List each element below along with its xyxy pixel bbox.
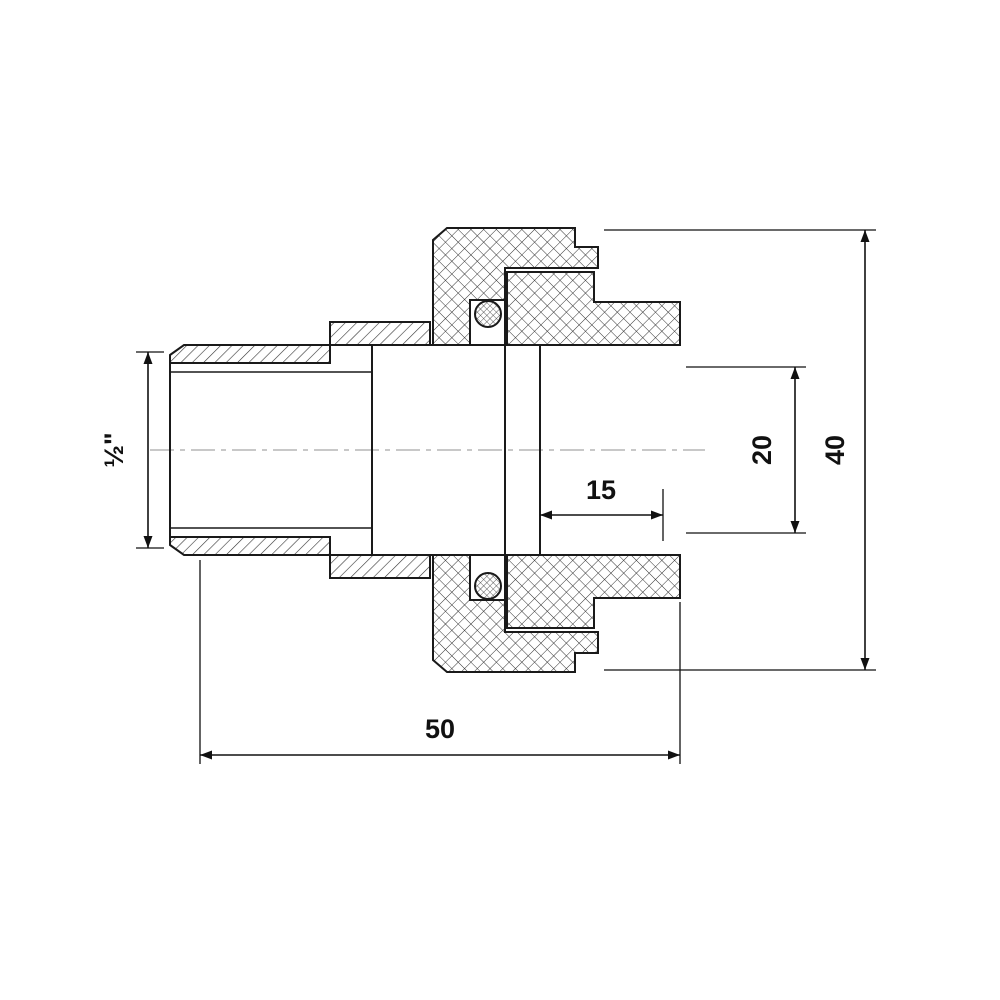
female-socket-top-hatch	[506, 271, 681, 346]
thread-size-label: ½"	[99, 432, 129, 467]
union-nut-bottom-hatch	[432, 554, 599, 673]
outer-diameter-label: 40	[820, 435, 850, 465]
female-socket-bottom-hatch	[506, 554, 681, 629]
dimension-thread-size: ½"	[99, 351, 164, 549]
hex-flange-top-hatch	[329, 321, 431, 346]
dimension-socket-depth: 15	[540, 475, 664, 541]
inner-diameter-label: 20	[747, 435, 777, 465]
union-nut-top-hatch	[432, 227, 599, 346]
dimension-outer-diameter: 40	[604, 229, 876, 671]
union-nut-section	[432, 227, 599, 673]
thread-wall-bottom-hatch	[169, 536, 331, 556]
dimension-overall-length: 50	[199, 560, 681, 764]
o-ring-top	[474, 300, 502, 328]
socket-depth-label: 15	[586, 475, 616, 505]
male-adapter-section	[169, 268, 507, 632]
female-socket-section	[506, 271, 681, 629]
thread-wall-top-hatch	[169, 344, 331, 364]
o-ring-bottom	[474, 572, 502, 600]
dimension-inner-diameter: 20	[686, 366, 806, 534]
hex-flange-bottom-hatch	[329, 554, 431, 579]
overall-length-label: 50	[425, 714, 455, 744]
